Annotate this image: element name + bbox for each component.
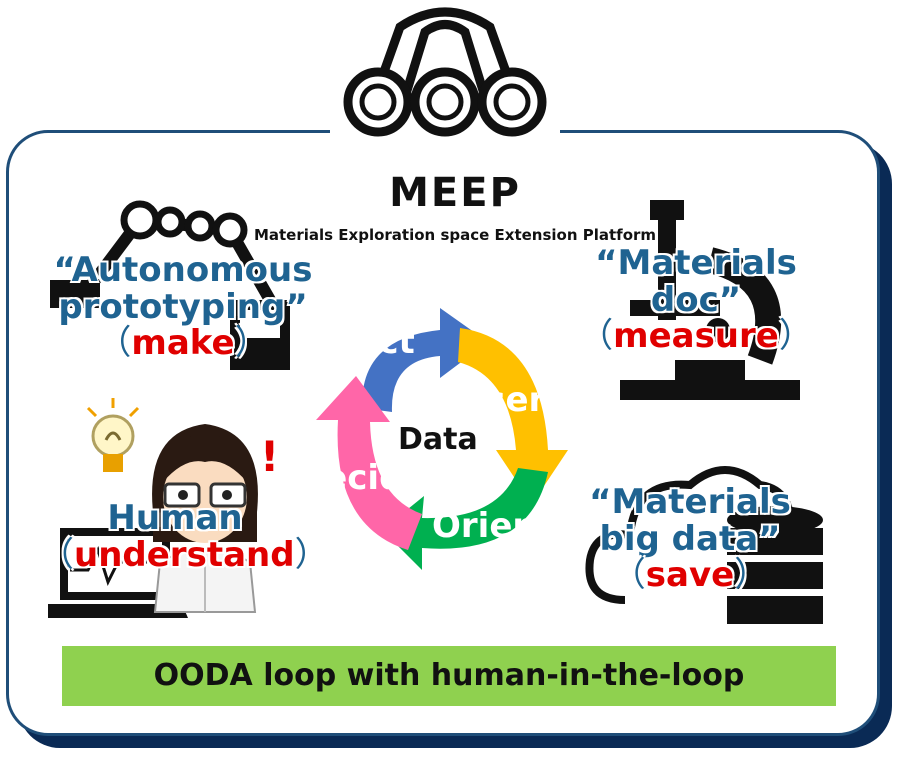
action-understand: understand — [74, 534, 295, 575]
lightbulb-icon — [86, 398, 140, 472]
cycle-step-decide: Decide — [296, 458, 427, 498]
ooda-cycle — [316, 308, 568, 570]
label-materials-doc: “Materials doc” （measure） — [579, 243, 813, 357]
robot-arm-icon — [50, 200, 290, 370]
platform-subtitle: Materials Exploration space Extension Pl… — [253, 226, 657, 244]
meep-tubes-logo-icon — [330, 2, 560, 142]
cycle-center-data: Data — [398, 422, 478, 457]
observe-arrow-icon — [458, 328, 568, 504]
label-human: Human （understand） — [40, 498, 329, 575]
cycle-step-observe: Observe — [432, 380, 591, 420]
action-save: save — [645, 555, 735, 596]
ooda-banner: OODA loop with human-in-the-loop — [62, 646, 836, 706]
cycle-step-orient: Orient — [432, 506, 553, 546]
action-make: make — [131, 323, 235, 364]
banner-text: OODA loop with human-in-the-loop — [153, 658, 745, 693]
scientist-icon — [152, 424, 258, 613]
act-arrow-icon — [361, 308, 488, 412]
action-measure: measure — [613, 316, 779, 357]
microscope-icon — [620, 200, 800, 400]
label-autonomous-prototyping: “Autonomous prototyping” （make） — [53, 250, 313, 364]
logo-title: MEEP — [389, 170, 521, 216]
laptop-icon — [48, 528, 188, 618]
exclamation-icon: ! — [260, 432, 280, 481]
orient-arrow-icon — [382, 468, 548, 570]
cloud-database-icon — [585, 466, 823, 624]
cycle-step-act: Act — [352, 322, 415, 362]
decide-arrow-icon — [316, 376, 422, 550]
label-materials-big-data: “Materials big data” （save） — [589, 482, 791, 596]
